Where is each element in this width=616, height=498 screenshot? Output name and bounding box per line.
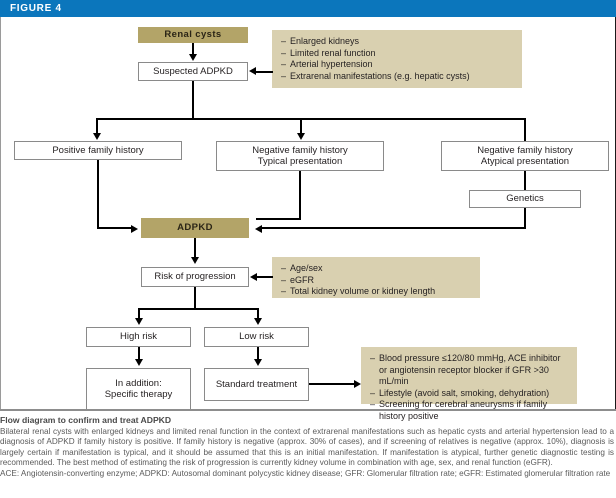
node-low-risk-label: Low risk xyxy=(239,331,274,343)
connector-bus-highrisk xyxy=(138,308,140,320)
arrowhead-genetics-adpkd xyxy=(255,224,262,233)
panel-treatment-item: Blood pressure ≤120/80 mmHg, ACE inhibit… xyxy=(370,353,569,388)
connector-renalcysts-suspected xyxy=(192,43,194,56)
connector-suspected-bus xyxy=(192,81,194,120)
connector-lowrisk-standard xyxy=(257,347,259,361)
panel-treatment-item: Screening for cerebral aneurysms if fami… xyxy=(370,399,569,422)
arrowhead-standard-details xyxy=(354,380,361,388)
panel-progression-item: Age/sex xyxy=(281,263,472,275)
arrowhead-highrisk-therapy xyxy=(134,359,143,366)
node-specific-therapy-line1: In addition: xyxy=(115,377,162,389)
node-standard-treatment-label: Standard treatment xyxy=(215,378,298,390)
panel-suspicion-item: Extrarenal manifestations (e.g. hepatic … xyxy=(281,71,514,83)
connector-typical-down xyxy=(299,171,301,220)
node-positive-family-history-label: Positive family history xyxy=(52,144,144,156)
panel-progression-factors: Age/sex eGFR Total kidney volume or kidn… xyxy=(272,257,480,298)
connector-risk-bus xyxy=(194,287,196,310)
node-negative-atypical-line2: Atypical presentation xyxy=(480,156,570,167)
panel-suspicion-item: Enlarged kidneys xyxy=(281,36,514,48)
node-positive-family-history: Positive family history xyxy=(14,141,182,160)
connector-risk-split xyxy=(138,308,259,310)
connector-bus-typical xyxy=(300,118,302,135)
arrowhead-renalcysts-suspected xyxy=(188,54,197,61)
node-negative-typical: Negative family history Typical presenta… xyxy=(216,141,384,171)
arrowhead-lowrisk-standard xyxy=(253,359,262,366)
connector-adpkd-risk xyxy=(194,238,196,259)
connector-positive-down xyxy=(97,160,99,229)
arrowhead-bus-typical xyxy=(296,133,305,140)
figure-canvas: Renal cysts Suspected ADPKD Enlarged kid… xyxy=(0,17,616,421)
arrowhead-factors-risk xyxy=(250,272,257,281)
arrowhead-bus-highrisk xyxy=(134,318,143,325)
arrowhead-bus-positive xyxy=(92,133,101,140)
panel-standard-treatment-details: Blood pressure ≤120/80 mmHg, ACE inhibit… xyxy=(361,347,577,421)
connector-branch-bus xyxy=(96,118,526,120)
connector-atypical-genetics xyxy=(524,171,526,190)
node-high-risk: High risk xyxy=(86,327,191,347)
node-negative-typical-line2: Typical presentation xyxy=(257,156,343,167)
arrowhead-bus-lowrisk xyxy=(253,318,262,325)
caption-body: Bilateral renal cysts with enlarged kidn… xyxy=(0,426,614,468)
node-high-risk-label: High risk xyxy=(120,331,157,343)
connector-genetics-left xyxy=(262,227,526,229)
node-specific-therapy: In addition: Specific therapy xyxy=(86,368,191,410)
caption-title: Flow diagram to confirm and treat ADPKD xyxy=(0,415,172,425)
panel-suspicion-criteria: Enlarged kidneys Limited renal function … xyxy=(272,30,522,88)
figure-number-label: FIGURE 4 xyxy=(10,3,62,14)
arrowhead-positive-adpkd xyxy=(131,224,138,233)
caption-abbreviations: ACE: Angiotensin-converting enzyme; ADPK… xyxy=(0,468,611,478)
node-adpkd: ADPKD xyxy=(141,218,249,238)
connector-typical-left xyxy=(256,218,301,220)
panel-progression-item: Total kidney volume or kidney length xyxy=(281,286,472,298)
connector-positive-right xyxy=(97,227,132,229)
figure-caption: Flow diagram to confirm and treat ADPKD … xyxy=(0,415,616,480)
arrowhead-adpkd-risk xyxy=(190,257,199,264)
node-specific-therapy-line2: Specific therapy xyxy=(104,389,173,400)
node-adpkd-label: ADPKD xyxy=(177,222,213,234)
node-suspected-adpkd-label: Suspected ADPKD xyxy=(153,65,233,77)
panel-suspicion-item: Limited renal function xyxy=(281,48,514,60)
node-genetics-label: Genetics xyxy=(506,193,544,205)
node-standard-treatment: Standard treatment xyxy=(204,368,309,401)
connector-criteria-suspected xyxy=(255,70,273,73)
node-risk-of-progression: Risk of progression xyxy=(141,267,249,287)
arrowhead-criteria-suspected xyxy=(249,67,256,75)
panel-progression-item: eGFR xyxy=(281,275,472,287)
node-suspected-adpkd: Suspected ADPKD xyxy=(138,62,248,81)
node-renal-cysts-label: Renal cysts xyxy=(164,29,222,41)
caption-divider xyxy=(0,409,616,411)
node-genetics: Genetics xyxy=(469,190,581,208)
node-renal-cysts: Renal cysts xyxy=(138,27,248,43)
connector-standard-details xyxy=(309,383,355,385)
figure-header-bar: FIGURE 4 xyxy=(0,0,616,17)
node-risk-of-progression-label: Risk of progression xyxy=(154,271,236,283)
connector-genetics-down xyxy=(524,208,526,229)
connector-bus-lowrisk xyxy=(257,308,259,320)
connector-factors-risk xyxy=(257,276,273,278)
panel-treatment-item: Lifestyle (avoid salt, smoking, dehydrat… xyxy=(370,388,569,400)
node-negative-typical-line1: Negative family history xyxy=(252,144,348,156)
panel-suspicion-item: Arterial hypertension xyxy=(281,59,514,71)
node-low-risk: Low risk xyxy=(204,327,309,347)
connector-bus-positive xyxy=(96,118,98,135)
connector-highrisk-therapy xyxy=(138,347,140,361)
node-negative-atypical: Negative family history Atypical present… xyxy=(441,141,609,171)
node-negative-atypical-line1: Negative family history xyxy=(477,144,573,156)
